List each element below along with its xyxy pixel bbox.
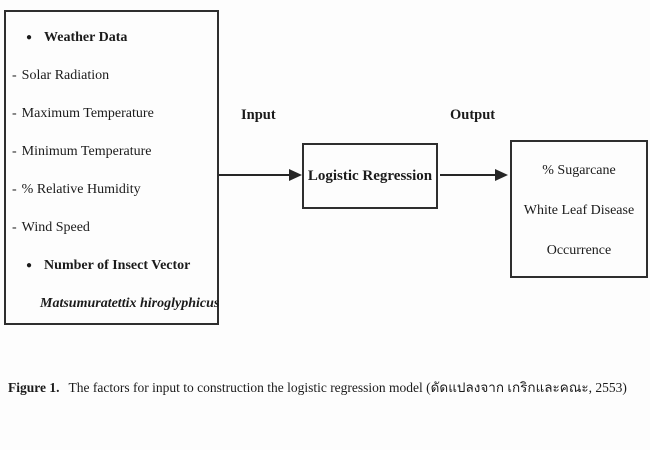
factor-label: Number of Insect Vector <box>44 258 191 273</box>
bullet-icon: ● <box>26 260 33 271</box>
input-factors-box: ● Weather Data - Solar Radiation - Maxim… <box>4 10 219 325</box>
species-name: Matsumuratettix hiroglyphicus <box>40 296 220 311</box>
list-item: - Wind Speed <box>6 209 217 247</box>
input-arrow-head-icon <box>289 169 302 181</box>
output-line: Occurrence <box>546 243 612 258</box>
output-arrow-line <box>440 174 495 176</box>
list-item: - % Relative Humidity <box>6 171 217 209</box>
list-item: ● Weather Data <box>6 19 217 57</box>
dash-icon: - <box>12 182 17 197</box>
dash-icon: - <box>12 106 17 121</box>
dash-icon: - <box>12 144 17 159</box>
bullet-icon: ● <box>26 32 33 43</box>
list-item: - Solar Radiation <box>6 57 217 95</box>
factor-label: % Relative Humidity <box>21 182 141 197</box>
dash-icon: - <box>12 220 17 235</box>
list-item: - Minimum Temperature <box>6 133 217 171</box>
output-line: % Sugarcane <box>542 163 616 178</box>
figure-caption: Figure 1. The factors for input to constr… <box>8 377 644 398</box>
factor-label: Solar Radiation <box>21 68 110 83</box>
factor-label: Maximum Temperature <box>21 106 154 121</box>
input-label: Input <box>241 107 276 123</box>
output-line: White Leaf Disease <box>523 203 635 218</box>
input-arrow-line <box>219 174 289 176</box>
output-label: Output <box>450 107 496 123</box>
list-item: ● Number of Insect Vector <box>6 247 217 285</box>
factor-label: Minimum Temperature <box>21 144 152 159</box>
logistic-regression-box: Logistic Regression <box>302 143 438 209</box>
figure-caption-label: Figure 1. <box>8 380 60 395</box>
figure-caption-text: The factors for input to construction th… <box>68 380 627 395</box>
factor-label: Weather Data <box>44 30 128 45</box>
output-arrow-head-icon <box>495 169 508 181</box>
list-item: Matsumuratettix hiroglyphicus <box>6 285 220 323</box>
output-box: % Sugarcane White Leaf Disease Occurrenc… <box>510 140 648 278</box>
list-item: - Maximum Temperature <box>6 95 217 133</box>
dash-icon: - <box>12 68 17 83</box>
process-box-label: Logistic Regression <box>307 167 433 184</box>
factor-label: Wind Speed <box>21 220 90 235</box>
